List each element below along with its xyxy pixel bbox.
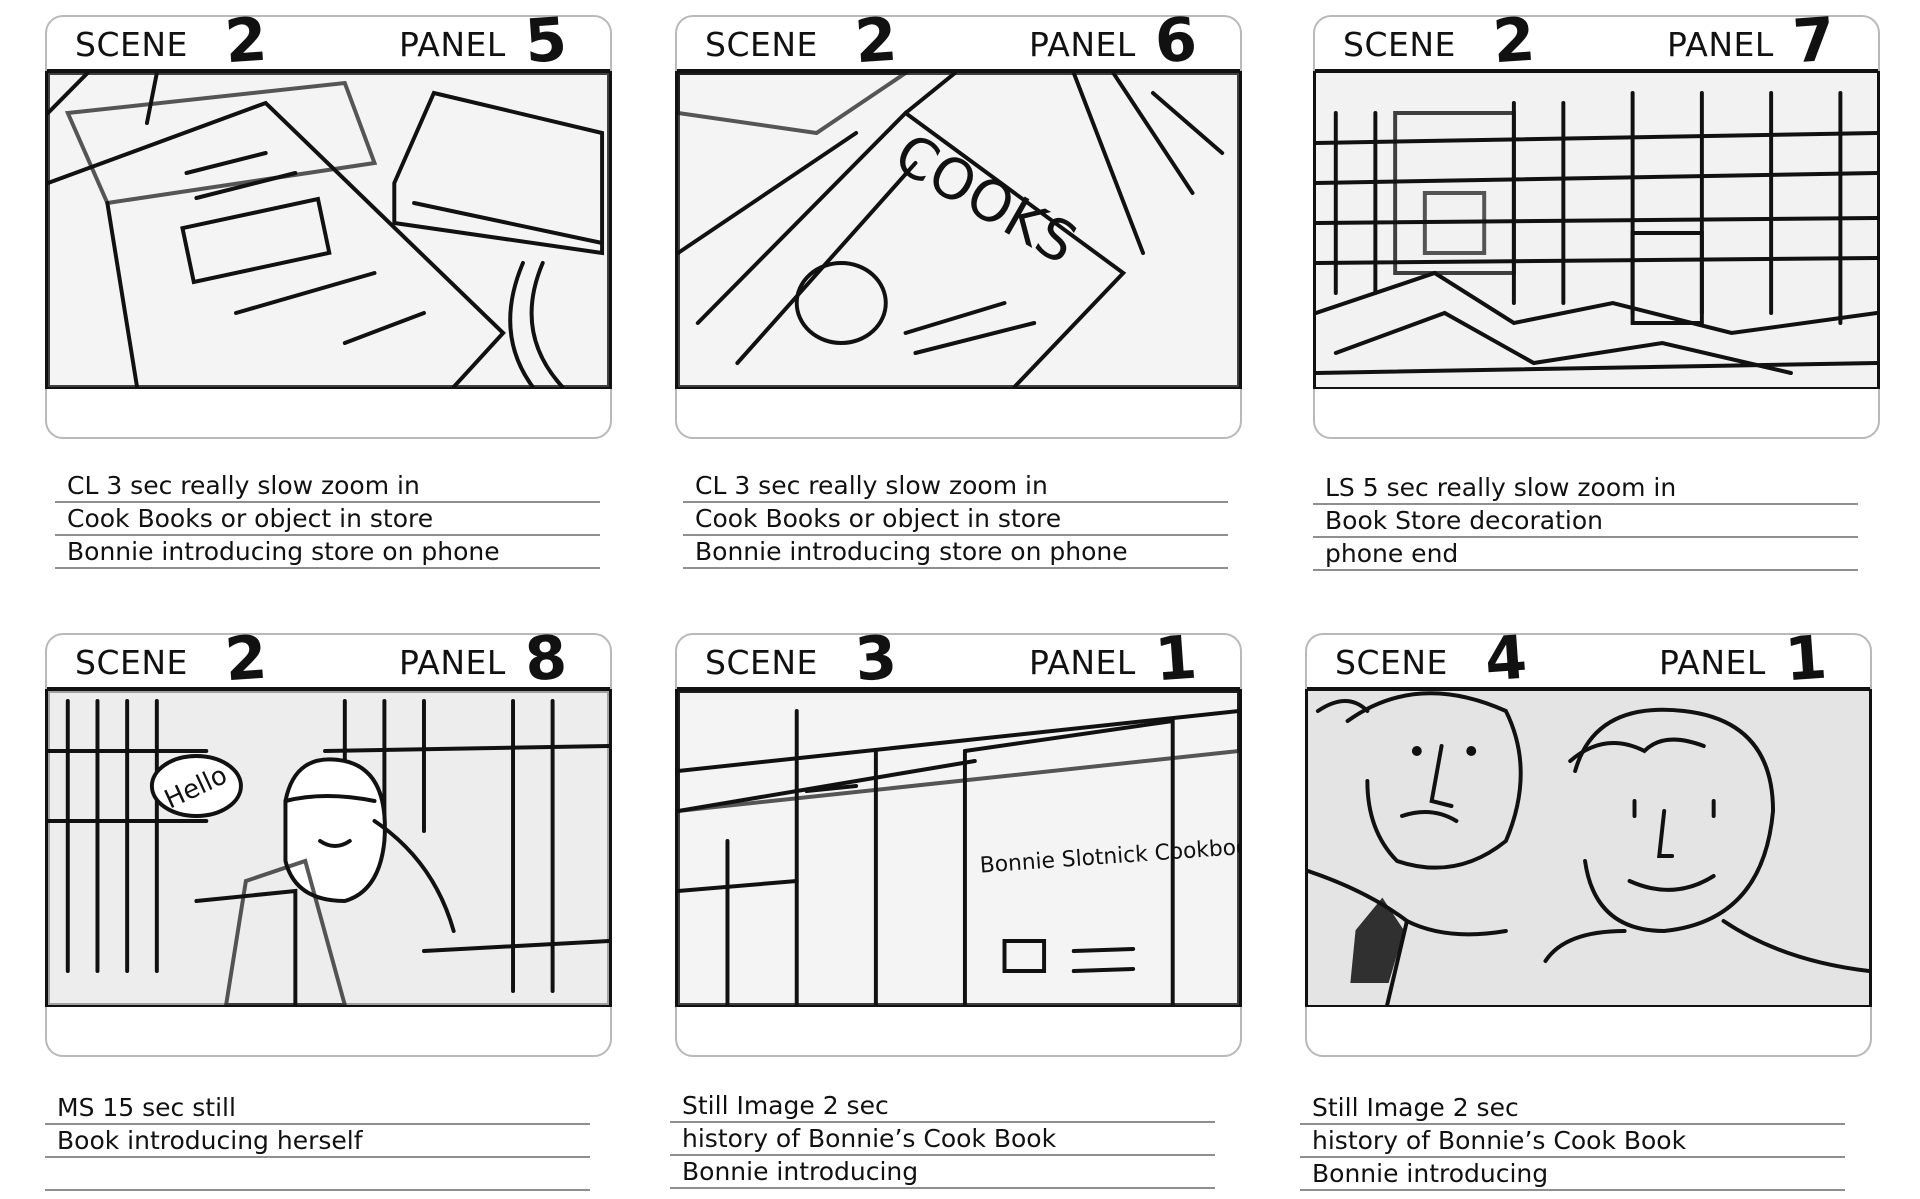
note-line: LS 5 sec really slow zoom in	[1313, 472, 1858, 505]
scene-label: SCENE	[705, 25, 818, 64]
panel-label: PANEL	[399, 643, 506, 682]
panel-header: SCENE 2 PANEL 7	[1315, 5, 1878, 77]
panel-number: 6	[1152, 4, 1200, 78]
panel-notes: Still Image 2 sec history of Bonnie’s Co…	[1300, 1092, 1845, 1191]
note-line: Book introducing herself	[45, 1125, 590, 1158]
sketch-storefront: Bonnie Slotnick Cookbooks	[678, 691, 1239, 1005]
note-line: Bonnie introducing	[670, 1156, 1215, 1189]
scene-label: SCENE	[1343, 25, 1456, 64]
sketch-frame: COOKS	[675, 71, 1242, 389]
sketch-books-closeup	[48, 73, 609, 387]
panel-notes: CL 3 sec really slow zoom in Cook Books …	[55, 470, 600, 569]
panel-label: PANEL	[1029, 25, 1136, 64]
panel-header: SCENE 3 PANEL 1	[677, 623, 1240, 695]
scene-number: 4	[1482, 622, 1530, 696]
panel-label: PANEL	[1659, 643, 1766, 682]
sketch-frame: Bonnie Slotnick Cookbooks	[675, 689, 1242, 1007]
note-line: MS 15 sec still	[45, 1092, 590, 1125]
panel-number: 1	[1782, 622, 1830, 696]
panel-label: PANEL	[399, 25, 506, 64]
note-line: history of Bonnie’s Cook Book	[1300, 1125, 1845, 1158]
note-line: Bonnie introducing store on phone	[683, 536, 1228, 569]
panel-number: 1	[1152, 622, 1200, 696]
panel-notes: Still Image 2 sec history of Bonnie’s Co…	[670, 1090, 1215, 1189]
scene-number: 2	[1490, 4, 1538, 78]
scene-number: 2	[222, 622, 270, 696]
note-line: Still Image 2 sec	[670, 1090, 1215, 1123]
storyboard-panel: SCENE 2 PANEL 8 Hello	[45, 623, 612, 1057]
panel-header: SCENE 4 PANEL 1	[1307, 623, 1870, 695]
panel-number: 8	[522, 622, 570, 696]
scene-label: SCENE	[1335, 643, 1448, 682]
storyboard-panel: SCENE 4 PANEL 1	[1305, 623, 1872, 1057]
store-sign-text: Bonnie Slotnick Cookbooks	[979, 833, 1239, 879]
storyboard-panel: SCENE 2 PANEL 6 COOKS	[675, 5, 1242, 439]
sketch-frame	[1305, 689, 1872, 1007]
sketch-bookstore-shelves	[1316, 73, 1877, 387]
storyboard-panel: SCENE 2 PANEL 5	[45, 5, 612, 439]
note-line: Bonnie introducing	[1300, 1158, 1845, 1191]
sketch-cover-text: COOKS	[884, 121, 1087, 277]
note-line: Book Store decoration	[1313, 505, 1858, 538]
scene-label: SCENE	[705, 643, 818, 682]
scene-label: SCENE	[75, 643, 188, 682]
panel-number: 5	[522, 4, 570, 78]
panel-label: PANEL	[1029, 643, 1136, 682]
panel-label: PANEL	[1667, 25, 1774, 64]
panel-notes: LS 5 sec really slow zoom in Book Store …	[1313, 472, 1858, 571]
note-line: CL 3 sec really slow zoom in	[683, 470, 1228, 503]
scene-label: SCENE	[75, 25, 188, 64]
panel-header: SCENE 2 PANEL 6	[677, 5, 1240, 77]
panel-number: 7	[1790, 4, 1838, 78]
scene-number: 2	[222, 4, 270, 78]
panel-notes: MS 15 sec still Book introducing herself	[45, 1092, 590, 1191]
panel-notes: CL 3 sec really slow zoom in Cook Books …	[683, 470, 1228, 569]
storyboard-panel: SCENE 3 PANEL 1 Bonnie Slotnick Cookbook…	[675, 623, 1242, 1057]
note-line: history of Bonnie’s Cook Book	[670, 1123, 1215, 1156]
scene-number: 2	[852, 4, 900, 78]
note-line: Cook Books or object in store	[683, 503, 1228, 536]
sketch-two-characters	[1308, 691, 1869, 1005]
sketch-frame: Hello	[45, 689, 612, 1007]
storyboard-panel: SCENE 2 PANEL 7	[1313, 5, 1880, 439]
note-line: Bonnie introducing store on phone	[55, 536, 600, 569]
sketch-frame	[1313, 71, 1880, 389]
note-line	[45, 1158, 590, 1191]
note-line: CL 3 sec really slow zoom in	[55, 470, 600, 503]
panel-header: SCENE 2 PANEL 5	[47, 5, 610, 77]
note-line: phone end	[1313, 538, 1858, 571]
panel-header: SCENE 2 PANEL 8	[47, 623, 610, 695]
note-line: Cook Books or object in store	[55, 503, 600, 536]
scene-number: 3	[852, 622, 900, 696]
sketch-cookbook-cover: COOKS	[678, 73, 1239, 387]
sketch-frame	[45, 71, 612, 389]
sketch-bonnie-on-phone: Hello	[48, 691, 609, 1005]
note-line: Still Image 2 sec	[1300, 1092, 1845, 1125]
